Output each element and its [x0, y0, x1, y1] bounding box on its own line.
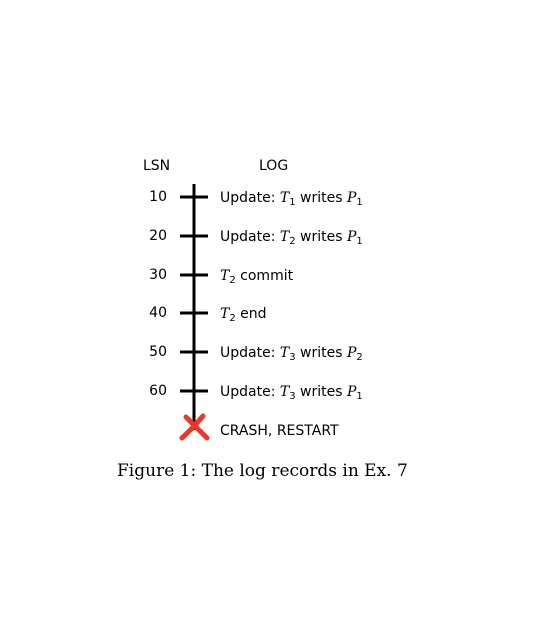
variable: T2 — [220, 268, 236, 286]
variable: T3 — [279, 384, 296, 402]
lsn-value: 20 — [149, 228, 167, 244]
lsn-value: 30 — [149, 267, 167, 283]
lsn-header: LSN — [143, 158, 171, 174]
log-record-text: T2 end — [220, 306, 267, 324]
crash-restart-label: CRASH, RESTART — [220, 423, 339, 439]
variable: T2 — [279, 229, 296, 247]
variable: P1 — [347, 190, 363, 208]
log-record-text: T2 commit — [220, 268, 294, 286]
lsn-value: 60 — [149, 383, 167, 399]
variable: P1 — [347, 229, 363, 247]
lsn-value: 50 — [149, 344, 167, 360]
lsn-value: 10 — [149, 189, 167, 205]
log-record-text: Update: T2 writes P1 — [220, 229, 363, 247]
log-record-text: Update: T3 writes P2 — [220, 345, 363, 363]
variable: P1 — [347, 384, 363, 402]
figure-caption: Figure 1: The log records in Ex. 7 — [117, 461, 408, 481]
crash-mark — [179, 413, 210, 441]
variable: P2 — [347, 345, 363, 363]
lsn-value: 40 — [149, 305, 167, 321]
log-record-text: Update: T3 writes P1 — [220, 384, 363, 402]
variable: T3 — [279, 345, 296, 363]
log-header: LOG — [259, 158, 289, 174]
variable: T1 — [279, 190, 296, 208]
variable: T2 — [220, 306, 236, 324]
log-record-text: Update: T1 writes P1 — [220, 190, 363, 208]
crash-x-stroke-2 — [179, 413, 206, 441]
